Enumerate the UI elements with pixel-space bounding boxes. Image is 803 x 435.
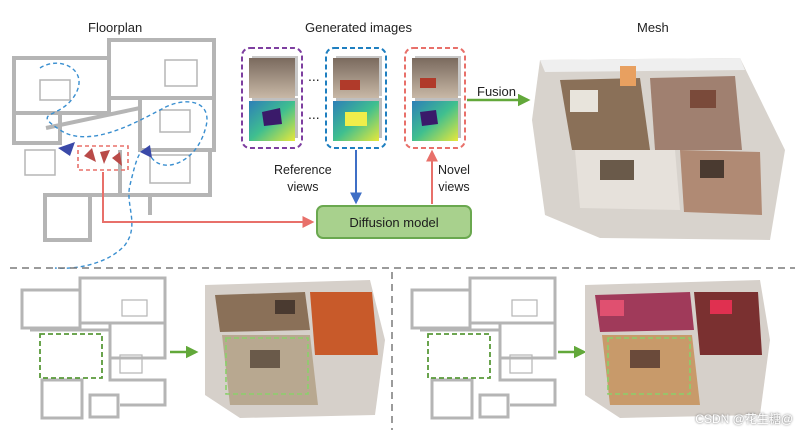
novel-views-label: Novel views (438, 163, 470, 194)
camera-path (39, 62, 208, 269)
floorplan-top (12, 38, 216, 242)
bottom-left-mesh-highlight (225, 337, 309, 395)
reference-views-label: Reference views (274, 163, 332, 194)
mesh-render-bottom-right (585, 280, 770, 418)
fusion-label: Fusion (477, 84, 517, 99)
generated-images-title: Generated images (305, 20, 412, 35)
mesh-title: Mesh (637, 20, 669, 35)
bottom-right-highlight (427, 333, 491, 379)
floorplan-title: Floorplan (88, 20, 143, 35)
novel-view-region (77, 145, 129, 171)
watermark: CSDN @花生糖@ (695, 412, 793, 426)
second-reference-stack (325, 47, 387, 149)
mesh-render-bottom-left (205, 280, 385, 418)
mesh-render-top (532, 58, 785, 240)
diffusion-model-label: Diffusion model (349, 214, 439, 230)
floorplan-to-diffusion-arrow (102, 172, 315, 228)
camera-markers (58, 142, 152, 166)
bottom-right-mesh-highlight (607, 337, 691, 395)
floorplan-bottom-left (20, 276, 167, 420)
reference-view-stack (241, 47, 303, 149)
diffusion-model-box: Diffusion model (316, 205, 472, 239)
ellipsis-top: ... (308, 68, 320, 84)
floorplan-bottom-right (410, 276, 557, 420)
novel-view-stack (404, 47, 466, 149)
ellipsis-bottom: ... (308, 106, 320, 122)
bottom-left-highlight (39, 333, 103, 379)
